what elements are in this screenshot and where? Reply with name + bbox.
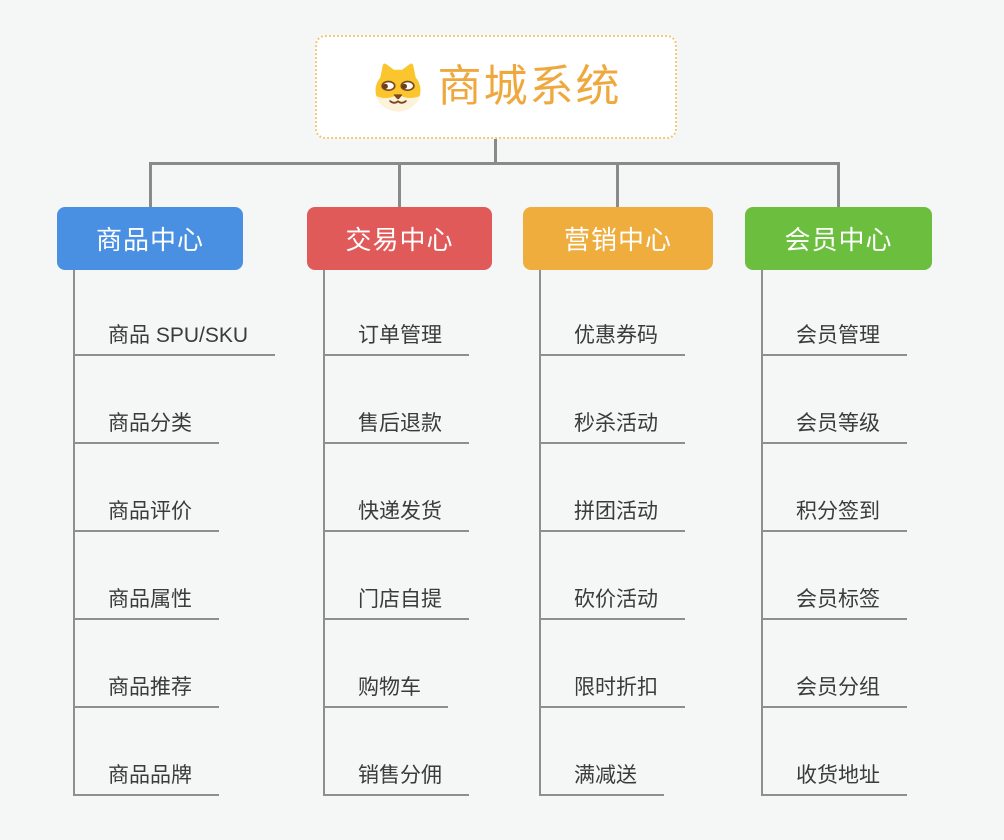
connector-bus [149,162,840,165]
branch-item[interactable]: 快递发货 [325,444,469,532]
branch-item[interactable]: 订单管理 [325,270,469,356]
branch-item[interactable]: 砍价活动 [541,532,685,620]
branch-item[interactable]: 会员管理 [763,270,907,356]
branch-marketing-center: 营销中心 优惠券码 秒杀活动 拼团活动 砍价活动 限时折扣 满减送 [523,207,713,796]
connector-drop-product [149,162,152,208]
branch-item[interactable]: 购物车 [325,620,448,708]
branch-item[interactable]: 优惠券码 [541,270,685,356]
branch-item[interactable]: 收货地址 [763,708,907,796]
branch-item[interactable]: 限时折扣 [541,620,685,708]
branch-item[interactable]: 会员等级 [763,356,907,444]
branch-item[interactable]: 拼团活动 [541,444,685,532]
branch-items-marketing-center: 优惠券码 秒杀活动 拼团活动 砍价活动 限时折扣 满减送 [539,270,685,796]
branch-item[interactable]: 会员分组 [763,620,907,708]
branch-item[interactable]: 商品属性 [75,532,219,620]
branch-header-marketing-center[interactable]: 营销中心 [523,207,713,270]
branch-header-product-center[interactable]: 商品中心 [57,207,243,270]
branch-items-member-center: 会员管理 会员等级 积分签到 会员标签 会员分组 收货地址 [761,270,907,796]
branch-item[interactable]: 商品评价 [75,444,219,532]
branch-item[interactable]: 销售分佣 [325,708,469,796]
root-title: 商城系统 [437,62,622,111]
branch-item[interactable]: 售后退款 [325,356,469,444]
branch-header-member-center[interactable]: 会员中心 [745,207,932,270]
branch-header-trade-center[interactable]: 交易中心 [307,207,492,270]
branch-item[interactable]: 积分签到 [763,444,907,532]
connector-root-stem [494,138,497,165]
branch-items-trade-center: 订单管理 售后退款 快递发货 门店自提 购物车 销售分佣 [323,270,469,796]
branch-item[interactable]: 门店自提 [325,532,469,620]
branch-member-center: 会员中心 会员管理 会员等级 积分签到 会员标签 会员分组 收货地址 [745,207,932,796]
connector-drop-member [837,162,840,208]
dog-face-icon [371,62,425,112]
branch-item[interactable]: 满减送 [541,708,664,796]
connector-drop-trade [398,162,401,208]
branch-items-product-center: 商品 SPU/SKU 商品分类 商品评价 商品属性 商品推荐 商品品牌 [73,270,276,796]
branch-item[interactable]: 商品 SPU/SKU [75,270,276,356]
root-node[interactable]: 商城系统 [315,35,677,139]
branch-item[interactable]: 商品品牌 [75,708,219,796]
branch-product-center: 商品中心 商品 SPU/SKU 商品分类 商品评价 商品属性 商品推荐 商品品牌 [57,207,276,796]
branch-item[interactable]: 商品分类 [75,356,219,444]
branch-item[interactable]: 商品推荐 [75,620,219,708]
branch-trade-center: 交易中心 订单管理 售后退款 快递发货 门店自提 购物车 销售分佣 [307,207,492,796]
branch-item[interactable]: 会员标签 [763,532,907,620]
branch-item[interactable]: 秒杀活动 [541,356,685,444]
connector-drop-marketing [616,162,619,208]
